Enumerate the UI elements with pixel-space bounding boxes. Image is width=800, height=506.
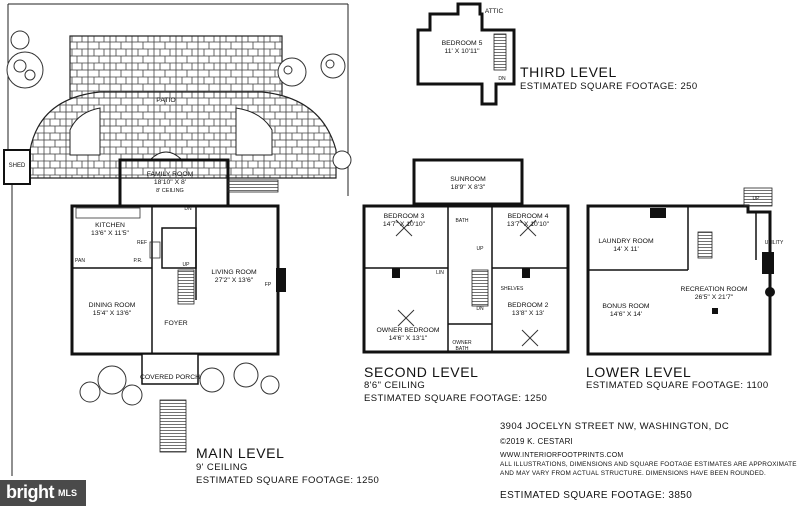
bright-mls-logo: bright MLS xyxy=(0,480,86,506)
second-level-title: SECOND LEVEL xyxy=(364,364,479,380)
utility-label: UTILITY xyxy=(764,240,784,246)
second-level-ceiling: 8'6" CEILING xyxy=(364,380,426,391)
main-stairs xyxy=(177,269,195,305)
lower-level-sqft: ESTIMATED SQUARE FOOTAGE: 1100 xyxy=(586,380,769,391)
dining-room-label: DINING ROOM 15'4" X 13'6" xyxy=(88,302,136,317)
pr-label: P.R. xyxy=(133,258,143,264)
fp-label: FP xyxy=(264,282,272,288)
bedroom2-label: BEDROOM 2 13'8" X 13' xyxy=(507,302,549,317)
laundry-room-label: LAUNDRY ROOM 14' X 11' xyxy=(598,238,654,253)
disclaimer-line1: ALL ILLUSTRATIONS, DIMENSIONS AND SQUARE… xyxy=(500,461,797,468)
website: WWW.INTERIORFOOTPRINTS.COM xyxy=(500,452,624,459)
main-level-sqft: ESTIMATED SQUARE FOOTAGE: 1250 xyxy=(196,475,380,486)
third-level-walls xyxy=(416,2,516,106)
ceiling-fans xyxy=(395,219,539,347)
main-level-title: MAIN LEVEL xyxy=(196,445,285,461)
third-level-sqft: ESTIMATED SQUARE FOOTAGE: 250 xyxy=(520,81,698,92)
family-stairs xyxy=(227,179,279,193)
owner-bath-label: OWNER BATH xyxy=(452,340,472,352)
entry-steps xyxy=(159,399,187,453)
kitchen-counters xyxy=(75,207,161,259)
disclaimer-line2: AND MAY VARY FROM ACTUAL STRUCTURE. DIME… xyxy=(500,470,766,477)
foyer-label: FOYER xyxy=(164,320,188,327)
second-dn-label: DN xyxy=(476,306,484,312)
shelves-label: SHELVES xyxy=(500,286,524,292)
main-level-ceiling: 9' CEILING xyxy=(196,462,248,473)
bath-label: BATH xyxy=(455,218,469,224)
family-room-label: FAMILY ROOM 18'10" X 8' 8' CEILING xyxy=(146,171,194,194)
trees xyxy=(6,30,352,406)
bedroom4-label: BEDROOM 4 13'7" X 10'10" xyxy=(506,213,550,228)
main-up-label: UP xyxy=(182,262,190,268)
shed-label: SHED xyxy=(8,163,26,169)
bedroom3-label: BEDROOM 3 14'7" X 10'10" xyxy=(382,213,426,228)
living-room-label: LIVING ROOM 27'2" X 13'6" xyxy=(211,269,257,284)
patio-label: PATIO xyxy=(156,97,176,104)
shed xyxy=(3,149,31,185)
exterior-stairs xyxy=(743,187,773,207)
logo-brand: bright xyxy=(6,482,55,502)
lower-up-label: UP xyxy=(752,196,760,202)
sunroom-label: SUNROOM 18'9" X 8'3" xyxy=(450,176,486,191)
property-lines xyxy=(7,3,349,476)
kitchen-label: KITCHEN 13'6" X 11'5" xyxy=(91,222,129,237)
ref-label: REF xyxy=(137,240,147,246)
covered-porch-label: COVERED PORCH xyxy=(139,374,201,381)
second-level-sqft: ESTIMATED SQUARE FOOTAGE: 1250 xyxy=(364,393,548,404)
logo-suffix: MLS xyxy=(58,488,77,498)
second-stairs xyxy=(471,269,489,307)
lower-stairs xyxy=(697,231,713,259)
copyright: ©2019 K. CESTARI xyxy=(500,437,573,446)
lin-label: LIN xyxy=(436,270,444,276)
owner-bedroom-label: OWNER BEDROOM 14'6" X 13'1" xyxy=(376,327,440,342)
total-sqft: ESTIMATED SQUARE FOOTAGE: 3850 xyxy=(500,490,693,501)
fireplace xyxy=(276,268,286,292)
lower-level-title: LOWER LEVEL xyxy=(586,364,692,380)
bonus-room-label: BONUS ROOM 14'6" X 14' xyxy=(602,303,650,318)
third-dn-label: DN xyxy=(498,76,506,82)
main-dn-label: DN xyxy=(184,206,192,212)
recreation-room-label: RECREATION ROOM 26'5" X 21'7" xyxy=(680,286,748,301)
address: 3904 JOCELYN STREET NW, WASHINGTON, DC xyxy=(500,421,730,432)
third-level-title: THIRD LEVEL xyxy=(520,64,617,80)
attic-label: ATTIC xyxy=(484,8,504,15)
bedroom5-label: BEDROOM 5 11' X 10'11" xyxy=(441,40,483,55)
attic-stairs xyxy=(493,33,507,71)
patio xyxy=(29,35,337,179)
pan-label: PAN xyxy=(75,258,85,264)
porch xyxy=(141,353,199,385)
second-up-label: UP xyxy=(476,246,484,252)
lower-level-walls xyxy=(586,204,772,356)
